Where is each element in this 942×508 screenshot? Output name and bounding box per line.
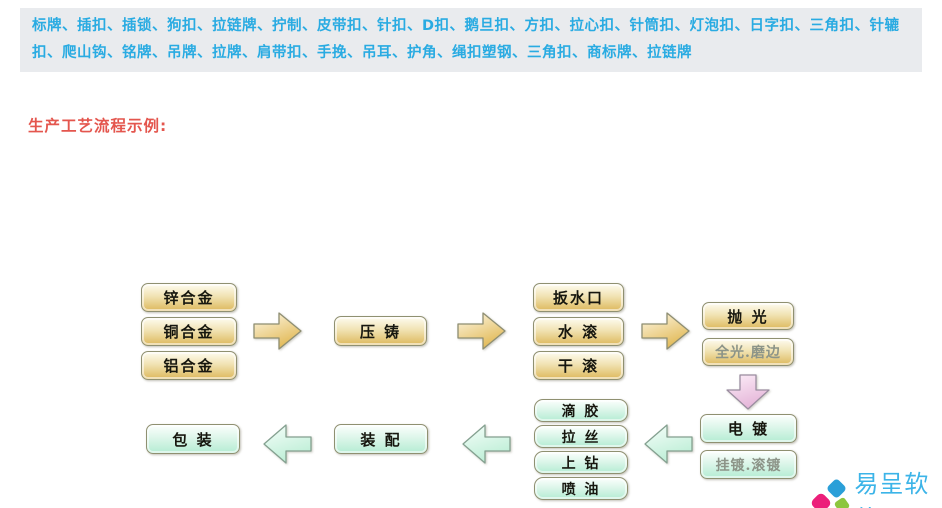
flow-node-gate-removal: 扳水口: [533, 283, 624, 312]
flow-arrow-right-2-icon: [457, 312, 506, 350]
flow-node-spray-painting: 喷 油: [534, 477, 628, 500]
logo-diamond-green: [833, 496, 851, 508]
flow-arrow-down-icon: [726, 374, 770, 410]
yicheng-logo-icon: [809, 477, 851, 508]
logo-diamond-magenta: [809, 491, 833, 508]
logo-text: 易呈软件: [854, 470, 930, 508]
flow-node-epoxy-coating: 滴 胶: [534, 399, 628, 422]
product-category-bar: 标牌、插扣、插锁、狗扣、拉链牌、拧制、皮带扣、针扣、D扣、鹅旦扣、方扣、拉心扣、…: [20, 8, 922, 72]
flow-node-polishing: 抛 光: [702, 302, 794, 330]
yicheng-software-logo[interactable]: 易呈软件: [809, 464, 942, 508]
flow-node-wet-tumbling: 水 滚: [533, 317, 624, 346]
flow-arrow-right-1-icon: [253, 312, 302, 350]
flow-arrow-left-3-icon: [263, 424, 312, 464]
flow-arrow-right-3-icon: [641, 312, 690, 350]
logo-diamond-blue: [825, 477, 848, 500]
flow-node-plating: 电 镀: [700, 414, 797, 443]
flow-node-copper-alloy: 铜合金: [141, 317, 237, 346]
flow-node-plating-sub: 挂镀.滚镀: [700, 450, 797, 479]
flow-node-assembly: 装 配: [334, 424, 428, 454]
flow-node-polishing-sub: 全光.磨边: [702, 338, 794, 366]
flow-node-dry-tumbling: 干 滚: [533, 351, 624, 380]
flow-node-packing: 包 装: [146, 424, 240, 454]
flow-node-die-casting: 压 铸: [334, 316, 427, 346]
flow-node-aluminum-alloy: 铝合金: [141, 351, 237, 380]
flow-arrow-left-2-icon: [462, 424, 511, 464]
flow-node-zinc-alloy: 锌合金: [141, 283, 237, 312]
process-flow-heading: 生产工艺流程示例:: [28, 117, 168, 135]
flow-arrow-left-1-icon: [644, 424, 693, 464]
flow-node-stone-setting: 上 钻: [534, 451, 628, 474]
flow-node-wire-brushing: 拉 丝: [534, 425, 628, 448]
product-category-text: 标牌、插扣、插锁、狗扣、拉链牌、拧制、皮带扣、针扣、D扣、鹅旦扣、方扣、拉心扣、…: [32, 18, 900, 61]
